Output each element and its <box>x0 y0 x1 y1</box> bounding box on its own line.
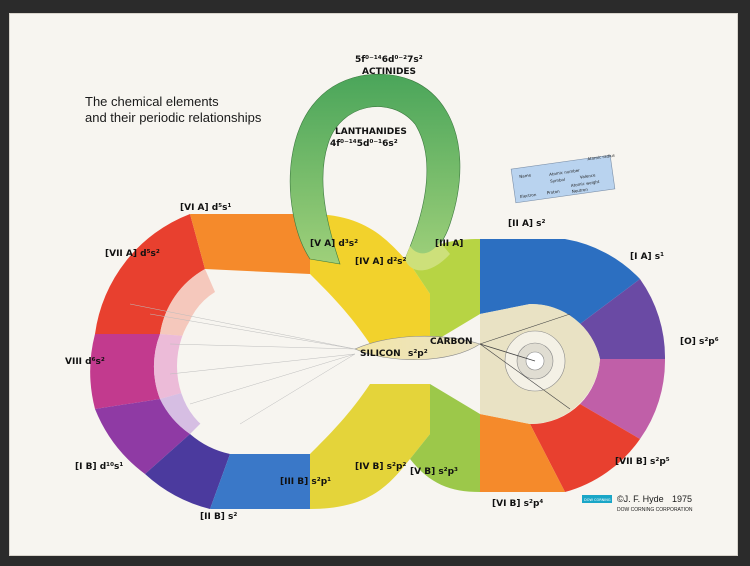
top-loop <box>289 74 461 271</box>
group-IVA: [IV A] d²s² <box>355 257 407 267</box>
group-VIB: [VI B] s²p⁴ <box>492 499 543 509</box>
legend-atomic-weight: Atomic weight <box>571 179 600 188</box>
group-IA: [I A] s¹ <box>630 252 664 262</box>
title-line-1: The chemical elements <box>85 94 219 109</box>
sector-IB <box>145 434 230 509</box>
ring-inner-3 <box>160 392 208 434</box>
actinides-config: 5f⁰⁻¹⁴6d⁰⁻²7s² <box>355 55 423 65</box>
dow-corning-logo <box>582 495 612 503</box>
group-IIIA: [III A] <box>435 239 463 249</box>
legend-box <box>510 154 616 204</box>
sector-VIB <box>480 414 565 492</box>
carbon-label: CARBON <box>430 337 473 347</box>
left-hole <box>177 294 293 438</box>
credit-company: DOW CORNING CORPORATION <box>617 507 693 513</box>
ring-inner-2 <box>153 334 185 399</box>
sector-VIII-a <box>90 334 160 409</box>
legend-symbol: Symbol <box>550 177 565 184</box>
group-IB: [I B] d¹⁰s¹ <box>75 462 123 472</box>
lanthanides-config: 4f⁰⁻¹⁴5d⁰⁻¹6s² <box>330 139 398 149</box>
band-VA <box>310 214 430 344</box>
legend-proton: Proton <box>546 189 560 196</box>
group-IIB: [II B] s² <box>200 512 237 522</box>
silicon-label: SILICON <box>360 349 401 359</box>
chart-poster: 5f⁰⁻¹⁴6d⁰⁻²7s² ACTINIDES LANTHANIDES 4f⁰… <box>10 14 737 555</box>
group-IVB: [IV B] s²p² <box>355 462 406 472</box>
lanthanides-label: LANTHANIDES <box>335 127 407 137</box>
group-VIIA: [VII A] d⁵s² <box>105 249 160 259</box>
loop-tail <box>405 242 450 271</box>
group-VIIB: [VII B] s²p⁵ <box>615 457 670 467</box>
ring-inner-1 <box>160 269 215 336</box>
title-line-2: and their periodic relationships <box>85 110 262 125</box>
right-lobe <box>480 239 666 492</box>
legend-electron: Electron <box>520 192 537 199</box>
spiral-diagram: 5f⁰⁻¹⁴6d⁰⁻²7s² ACTINIDES LANTHANIDES 4f⁰… <box>65 55 719 522</box>
group-IIA: [II A] s² <box>508 219 546 229</box>
legend-name: Name <box>519 172 532 179</box>
group-VA: [V A] d³s² <box>310 239 358 249</box>
s2p2-label: s²p² <box>408 349 428 359</box>
group-O: [O] s²p⁶ <box>680 337 719 347</box>
sector-VIA <box>95 214 205 334</box>
actinides-label: ACTINIDES <box>362 67 416 77</box>
group-VB: [V B] s²p³ <box>410 467 458 477</box>
group-VIA: [VI A] d⁵s¹ <box>180 203 232 213</box>
sector-IIA <box>480 239 640 324</box>
legend-card <box>510 154 616 204</box>
band-IIIB <box>310 384 430 509</box>
sector-VIIB <box>530 404 640 492</box>
left-lobe <box>90 214 310 509</box>
band-IVB <box>410 384 480 492</box>
sector-VIIA <box>190 214 310 274</box>
sector-VIII-b <box>95 399 190 474</box>
center-lens <box>129 303 571 425</box>
sector-IA <box>580 279 666 359</box>
legend-atomic-number: Atomic number <box>549 168 581 177</box>
logo-text: DOW CORNING <box>584 498 611 502</box>
sector-O <box>580 359 666 439</box>
credit-author: ©J. F. Hyde <box>617 494 664 504</box>
sector-IIB <box>210 454 310 509</box>
legend-neutron: Neutron <box>571 187 588 194</box>
group-VIII: VIII d⁶s² <box>65 357 105 367</box>
group-IIIB: [III B] s²p¹ <box>280 477 331 487</box>
legend-valence: Valence <box>580 172 597 179</box>
credit-year: 1975 <box>672 494 693 504</box>
legend-atomic-radius: Atomic radius <box>587 153 615 162</box>
